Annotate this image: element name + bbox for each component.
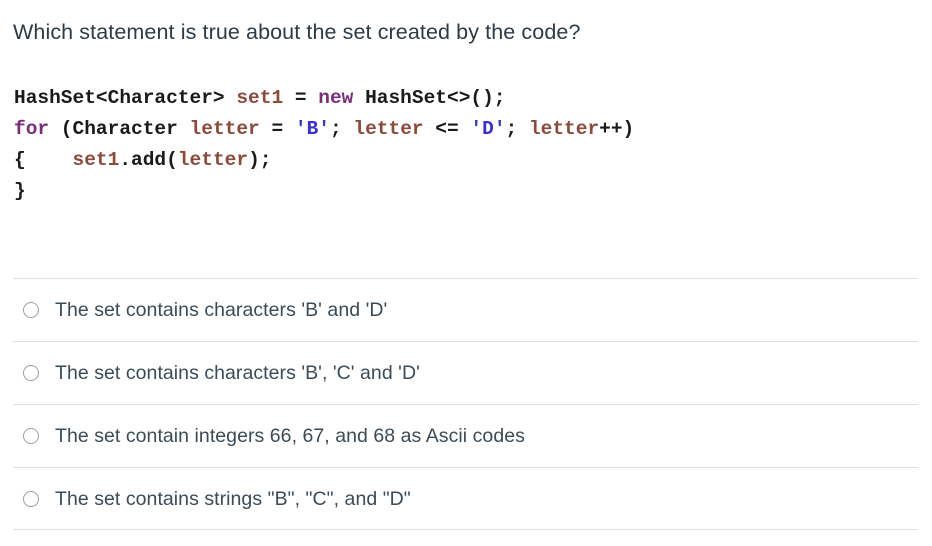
code-token-var: set1 bbox=[236, 87, 284, 109]
answer-option-1[interactable]: The set contains characters 'B' and 'D' bbox=[13, 278, 918, 341]
answer-option-3[interactable]: The set contain integers 66, 67, and 68 … bbox=[13, 404, 918, 467]
code-token-plain: = bbox=[259, 118, 295, 140]
radio-unchecked-icon[interactable] bbox=[23, 490, 39, 507]
code-token-var: letter bbox=[528, 118, 600, 140]
code-line: HashSet<Character> set1 = new HashSet<>(… bbox=[14, 83, 634, 114]
code-token-plain: HashSet<>(); bbox=[353, 87, 506, 109]
answer-option-2[interactable]: The set contains characters 'B', 'C' and… bbox=[13, 341, 918, 404]
code-line: } bbox=[14, 176, 634, 207]
code-token-plain bbox=[225, 87, 237, 109]
code-token-string: 'D' bbox=[470, 118, 506, 140]
code-token-plain: ; bbox=[329, 118, 354, 140]
code-token-plain: HashSet<Character> bbox=[14, 87, 225, 109]
code-token-plain: <= bbox=[423, 118, 471, 140]
answer-option-label: The set contain integers 66, 67, and 68 … bbox=[55, 425, 525, 447]
code-line: { set1.add(letter); bbox=[14, 145, 634, 176]
code-token-plain: (Character bbox=[49, 118, 190, 140]
answer-option-label: The set contains characters 'B', 'C' and… bbox=[55, 362, 420, 384]
code-token-var: letter bbox=[353, 118, 424, 140]
code-token-plain: = bbox=[283, 87, 319, 109]
radio-unchecked-icon[interactable] bbox=[23, 365, 39, 381]
code-snippet: HashSet<Character> set1 = new HashSet<>(… bbox=[14, 83, 634, 207]
code-token-plain: .add( bbox=[119, 149, 178, 171]
code-token-var: letter bbox=[189, 118, 260, 140]
question-stem: Which statement is true about the set cr… bbox=[13, 20, 581, 44]
code-token-plain: { bbox=[14, 149, 73, 171]
code-token-keyword: for bbox=[14, 118, 50, 140]
code-token-var: set1 bbox=[72, 149, 120, 171]
code-token-plain: } bbox=[14, 180, 26, 202]
answer-option-label: The set contains strings "B", "C", and "… bbox=[55, 487, 411, 510]
code-token-plain: ++) bbox=[599, 118, 635, 140]
answer-options-list: The set contains characters 'B' and 'D' T… bbox=[13, 278, 918, 530]
answer-option-label: The set contains characters 'B' and 'D' bbox=[55, 299, 388, 321]
code-token-var: letter bbox=[177, 149, 249, 171]
code-token-plain: ; bbox=[505, 118, 529, 140]
radio-unchecked-icon[interactable] bbox=[23, 302, 39, 318]
code-token-string: 'B' bbox=[294, 118, 330, 140]
code-token-keyword: new bbox=[318, 87, 354, 109]
radio-unchecked-icon[interactable] bbox=[23, 428, 39, 444]
code-token-plain: ); bbox=[248, 149, 272, 171]
code-line: for (Character letter = 'B'; letter <= '… bbox=[14, 114, 634, 145]
answer-option-4[interactable]: The set contains strings "B", "C", and "… bbox=[13, 467, 918, 530]
